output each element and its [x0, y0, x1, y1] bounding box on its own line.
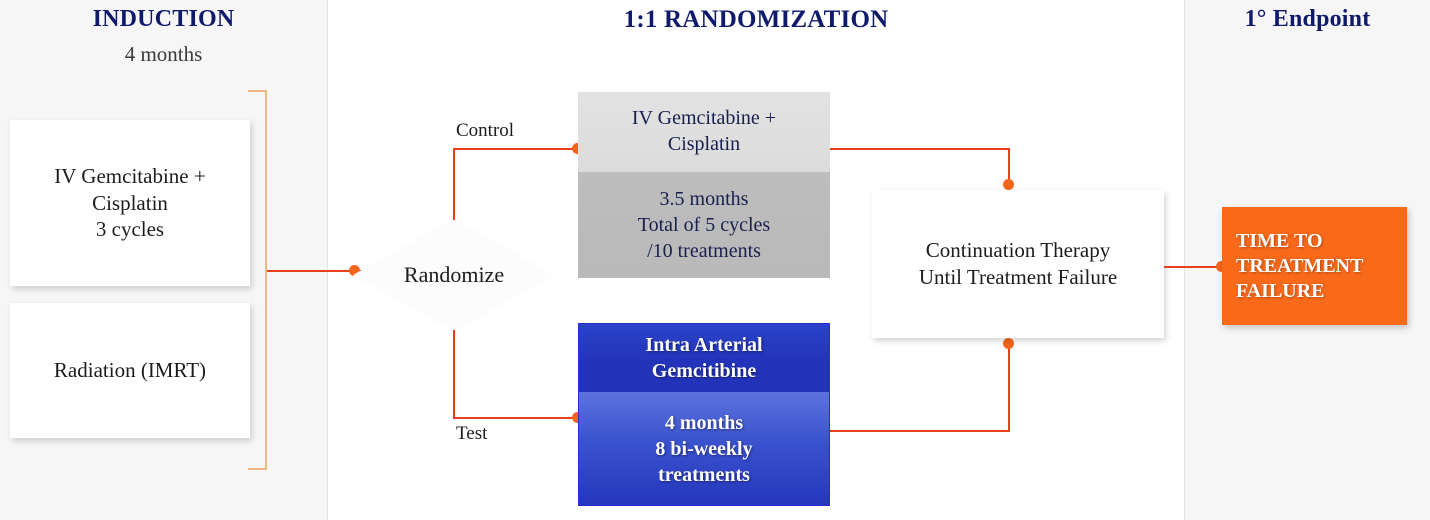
randomization-header: 1:1 RANDOMIZATION [623, 6, 889, 33]
induction-bracket-top-tick [248, 90, 266, 92]
connector-test-horizontal [453, 417, 579, 419]
connector-test-to-continuation-h [830, 430, 1010, 432]
connector-control-vertical [453, 148, 455, 220]
connector-dot-continuation-top [1003, 179, 1014, 190]
induction-header: INDUCTION [92, 6, 235, 32]
randomize-label: Randomize [403, 262, 505, 287]
induction-bracket-spine [265, 90, 267, 470]
connector-dot-randomize-in [349, 265, 360, 276]
randomize-diamond: Randomize [353, 218, 555, 332]
connector-dot-test-arm [572, 412, 583, 423]
connector-control-horizontal [453, 148, 579, 150]
connector-dot-control-arm [572, 143, 583, 154]
control-arm-treatment-box: IV Gemcitabine +Cisplatin [578, 92, 830, 172]
connector-continuation-to-endpoint [1164, 266, 1222, 268]
connector-test-to-continuation-v [1008, 344, 1010, 432]
connector-test-vertical [453, 330, 455, 419]
branch-label-test: Test [456, 423, 488, 444]
connector-dot-endpoint-in [1216, 261, 1227, 272]
connector-dot-continuation-bottom [1003, 338, 1014, 349]
connector-bracket-to-randomize [267, 270, 363, 272]
induction-box-radiation: Radiation (IMRT) [10, 303, 250, 438]
endpoint-header: 1° Endpoint [1244, 6, 1371, 32]
induction-bracket-bottom-tick [248, 468, 266, 470]
connector-control-to-continuation-h [830, 148, 1010, 150]
induction-subtitle: 4 months [124, 42, 203, 66]
branch-label-control: Control [456, 120, 515, 141]
connector-control-to-continuation-v [1008, 148, 1010, 188]
